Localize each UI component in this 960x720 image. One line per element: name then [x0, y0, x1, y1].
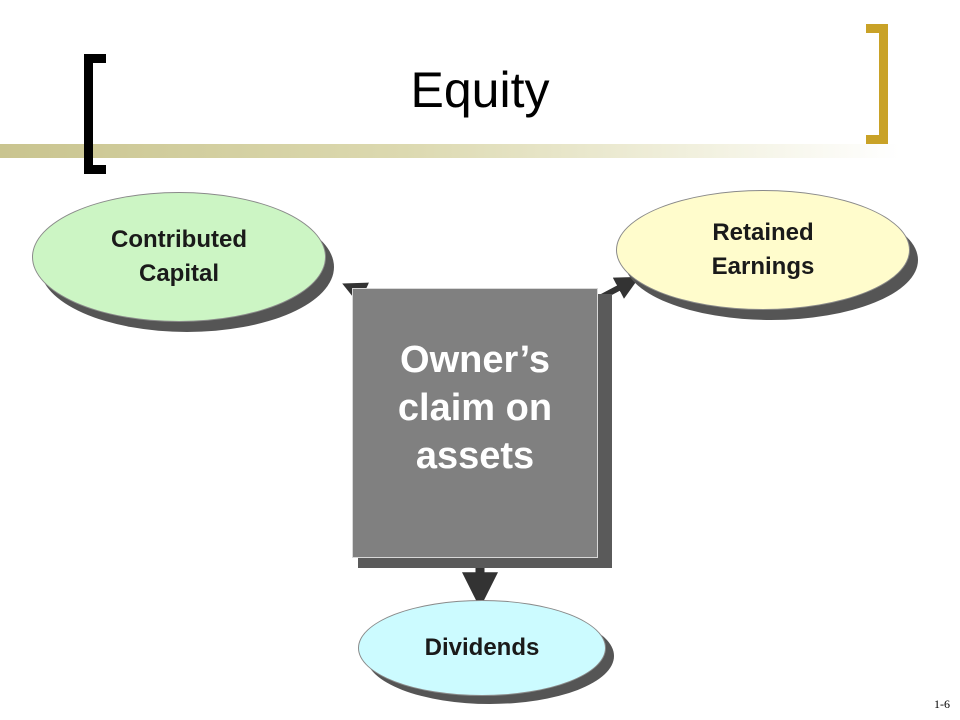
owners-claim-label: Owner’s claim on assets	[397, 339, 553, 477]
retained-earnings-label: Retained Earnings	[711, 219, 815, 280]
owners-claim-box: Owner’s claim on assets	[352, 288, 598, 558]
contributed-capital-node: Contributed Capital	[32, 192, 326, 322]
slide-number: 1-6	[934, 697, 950, 711]
slide-title: Equity	[410, 62, 550, 118]
retained-earnings-node: Retained Earnings	[616, 190, 910, 310]
contributed-capital-label: Contributed Capital	[111, 226, 247, 287]
left-bracket-decoration	[84, 54, 106, 174]
dividends-label: Dividends	[424, 634, 540, 661]
title-underline-band	[0, 144, 900, 158]
dividends-node: Dividends	[358, 600, 606, 696]
right-bracket-decoration	[866, 24, 888, 144]
